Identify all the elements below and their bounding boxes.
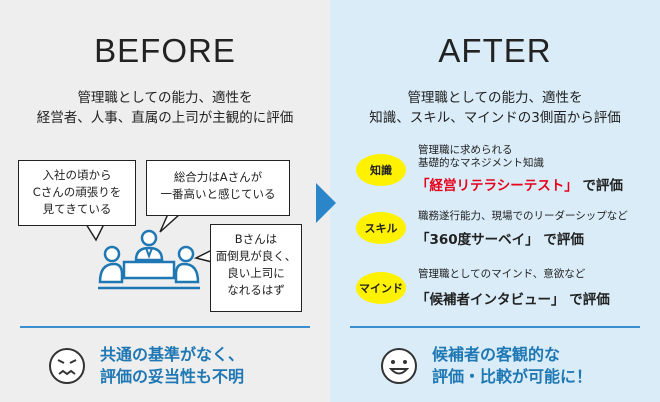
after-subtitle-line2: 知識、スキル、マインドの3側面から評価 (369, 110, 621, 126)
skill-description-line1: 職務遂行能力、現場でのリーダーシップなど (418, 210, 628, 222)
knowledge-description: 管理職に求められる 基礎的なマネジメント知識 (418, 144, 544, 170)
bubble1-line2: Cさんの頑張りを (32, 185, 122, 199)
after-heading: AFTER (438, 32, 552, 69)
before-subtitle-line1: 管理職としての能力、適性を (77, 90, 253, 106)
after-subtitle: 管理職としての能力、適性を 知識、スキル、マインドの3側面から評価 (330, 88, 660, 128)
mind-badge: マインド (356, 272, 406, 304)
skill-method-name: 「360度サーベイ」 (416, 232, 539, 248)
before-conclusion-line1: 共通の基準がなく、 (100, 345, 245, 364)
knowledge-method-name: 「経営リテラシーテスト」 (416, 178, 578, 194)
after-conclusion-line2: 評価・比較が可能に！ (432, 367, 593, 386)
knowledge-badge: 知識 (356, 154, 406, 186)
meeting-people-icon (98, 229, 200, 290)
bubble-tails (84, 213, 213, 263)
skill-description: 職務遂行能力、現場でのリーダーシップなど (418, 210, 628, 223)
skill-method: 「360度サーベイ」 で評価 (416, 228, 584, 248)
mind-description-line1: 管理職としてのマインド、意欲など (418, 268, 586, 280)
bubble3-line2: 面倒見が良く、 (215, 249, 297, 263)
bubble3-line1: Bさんは (234, 232, 278, 246)
before-subtitle: 管理職としての能力、適性を 経営者、人事、直属の上司が主観的に評価 (0, 88, 330, 128)
knowledge-description-line1: 管理職に求められる (418, 144, 513, 156)
before-heading: BEFORE (94, 32, 236, 69)
knowledge-description-line2: 基礎的なマネジメント知識 (418, 157, 544, 169)
after-conclusion-text: 候補者の客観的な 評価・比較が可能に！ (432, 344, 592, 388)
bubble3-line4: なれるはず (227, 283, 285, 297)
after-conclusion: 候補者の客観的な 評価・比較が可能に！ (380, 344, 592, 388)
after-divider (350, 326, 640, 328)
before-divider (20, 326, 310, 328)
bubble1-line3: 見てきている (42, 202, 112, 216)
before-conclusion-text: 共通の基準がなく、 評価の妥当性も不明 (100, 344, 244, 388)
mind-method-suffix: で評価 (569, 292, 610, 308)
bubble1-line1: 入社の頃から (42, 168, 112, 182)
skill-method-suffix: で評価 (543, 232, 584, 248)
speech-bubble-1: 入社の頃から Cさんの頑張りを 見てきている (18, 160, 136, 226)
bubble2-line2: 一番高いと感じている (160, 187, 276, 201)
before-conclusion: 共通の基準がなく、 評価の妥当性も不明 (48, 344, 244, 388)
bubble2-line1: 総合力はAさんが (173, 170, 263, 184)
knowledge-method: 「経営リテラシーテスト」 で評価 (416, 174, 623, 194)
right-arrow-icon (316, 183, 336, 223)
smiling-face-icon (381, 348, 417, 384)
after-panel (330, 0, 660, 402)
mind-method-name: 「候補者インタビュー」 (416, 292, 565, 308)
before-conclusion-line2: 評価の妥当性も不明 (100, 367, 245, 386)
speech-bubble-2: 総合力はAさんが 一番高いと感じている (146, 160, 290, 216)
knowledge-method-suffix: で評価 (582, 178, 623, 194)
after-subtitle-line1: 管理職としての能力、適性を (407, 90, 583, 106)
after-conclusion-line1: 候補者の客観的な (432, 345, 561, 364)
mind-method: 「候補者インタビュー」 で評価 (416, 288, 610, 308)
skill-badge: スキル (356, 212, 406, 244)
speech-bubble-3: Bさんは 面倒見が良く、 良い上司に なれるはず (210, 224, 302, 312)
worried-face-icon (49, 348, 85, 384)
bubble3-line3: 良い上司に (227, 266, 285, 280)
before-subtitle-line2: 経営者、人事、直属の上司が主観的に評価 (36, 110, 294, 126)
mind-description: 管理職としてのマインド、意欲など (418, 268, 585, 281)
